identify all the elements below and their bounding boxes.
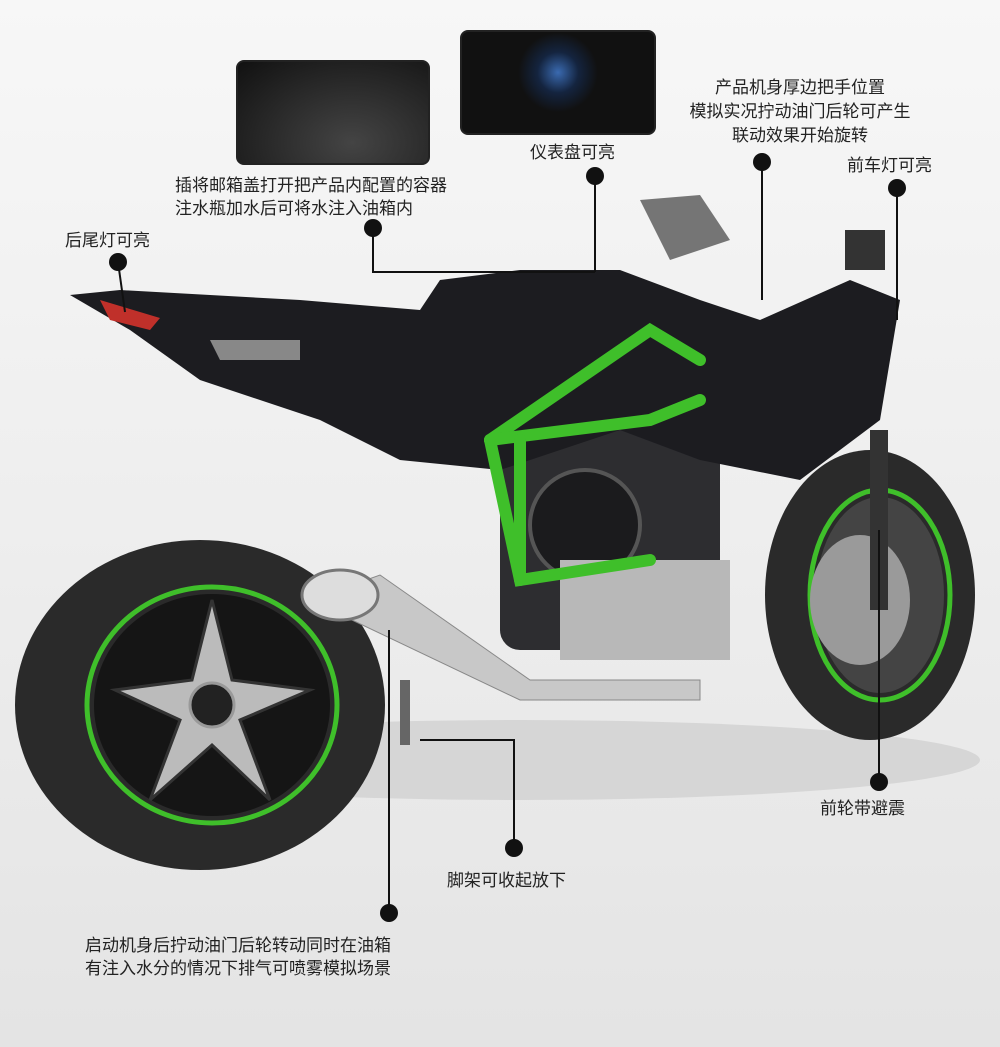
callout-lines [117, 162, 898, 913]
motorcycle-body [70, 270, 900, 480]
callout-kickstand: 脚架可收起放下 [447, 871, 566, 891]
callout-dashboard: 仪表盘可亮 [530, 143, 615, 163]
fuel-tank-inset-photo [236, 60, 430, 165]
callout-dots [109, 153, 906, 922]
callout-front-suspension: 前轮带避震 [820, 799, 905, 819]
kickstand [400, 680, 410, 745]
ninja-badge [210, 340, 300, 360]
callout-headlight: 前车灯可亮 [847, 156, 932, 176]
callout-throttle-line1: 产品机身厚边把手位置 [715, 78, 885, 98]
callout-fuel-tank-line1: 插将邮箱盖打开把产品内配置的容器 [175, 176, 447, 196]
callout-exhaust-line2: 有注入水分的情况下排气可喷雾模拟场景 [85, 959, 391, 979]
callout-tail-light: 后尾灯可亮 [65, 231, 150, 251]
callout-fuel-tank-line2: 注水瓶加水后可将水注入油箱内 [175, 199, 413, 219]
tail-light [100, 300, 160, 330]
callout-throttle-line2: 模拟实况拧动油门后轮可产生 [689, 102, 911, 122]
green-trellis-frame [484, 322, 706, 587]
mirror [845, 230, 885, 270]
rear-wheel [15, 540, 385, 870]
callout-exhaust-line1: 启动机身后拧动油门后轮转动同时在油箱 [85, 936, 391, 956]
exhaust-pipe [308, 574, 701, 701]
windscreen [640, 195, 730, 260]
callout-throttle-line3: 联动效果开始旋转 [732, 126, 868, 146]
dashboard-inset-photo [460, 30, 656, 135]
